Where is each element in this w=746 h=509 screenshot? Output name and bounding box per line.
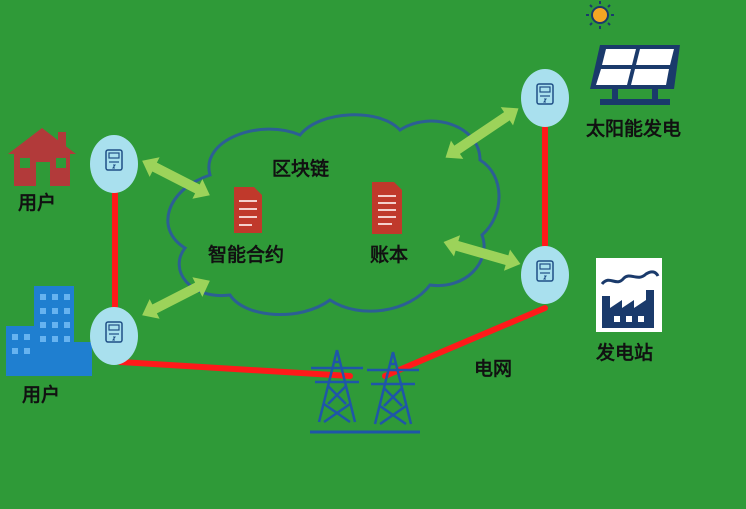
house-icon — [8, 128, 76, 186]
data-arrows — [142, 107, 521, 319]
factory-icon — [596, 258, 662, 332]
smart-meter-icon — [90, 135, 138, 193]
power-plant-label: 发电站 — [596, 342, 654, 364]
building-user-label: 用户 — [22, 384, 61, 406]
document-icon — [372, 182, 402, 234]
smart-meter-icon — [90, 307, 138, 365]
grid-label: 电网 — [474, 358, 513, 380]
blockchain-label: 区块链 — [272, 158, 330, 180]
ledger-label: 账本 — [370, 244, 409, 266]
solar-panel-icon — [590, 45, 680, 105]
home-user-label: 用户 — [18, 192, 57, 214]
transmission-tower-icon — [309, 348, 421, 434]
arrow-home-cloud — [142, 157, 210, 199]
power-lines — [112, 125, 548, 379]
sun-icon — [586, 1, 614, 29]
arrow-plant-cloud — [443, 235, 521, 271]
smart-contract-label: 智能合约 — [208, 244, 285, 266]
solar-plant-label: 太阳能发电 — [586, 118, 682, 140]
blockchain-cloud — [166, 113, 501, 317]
document-icon — [234, 187, 262, 233]
building-icon — [6, 286, 92, 376]
arrow-building-cloud — [142, 277, 210, 319]
arrow-solar-cloud — [445, 107, 519, 159]
smart-meter-icon — [521, 69, 569, 127]
smart-meter-icon — [521, 246, 569, 304]
